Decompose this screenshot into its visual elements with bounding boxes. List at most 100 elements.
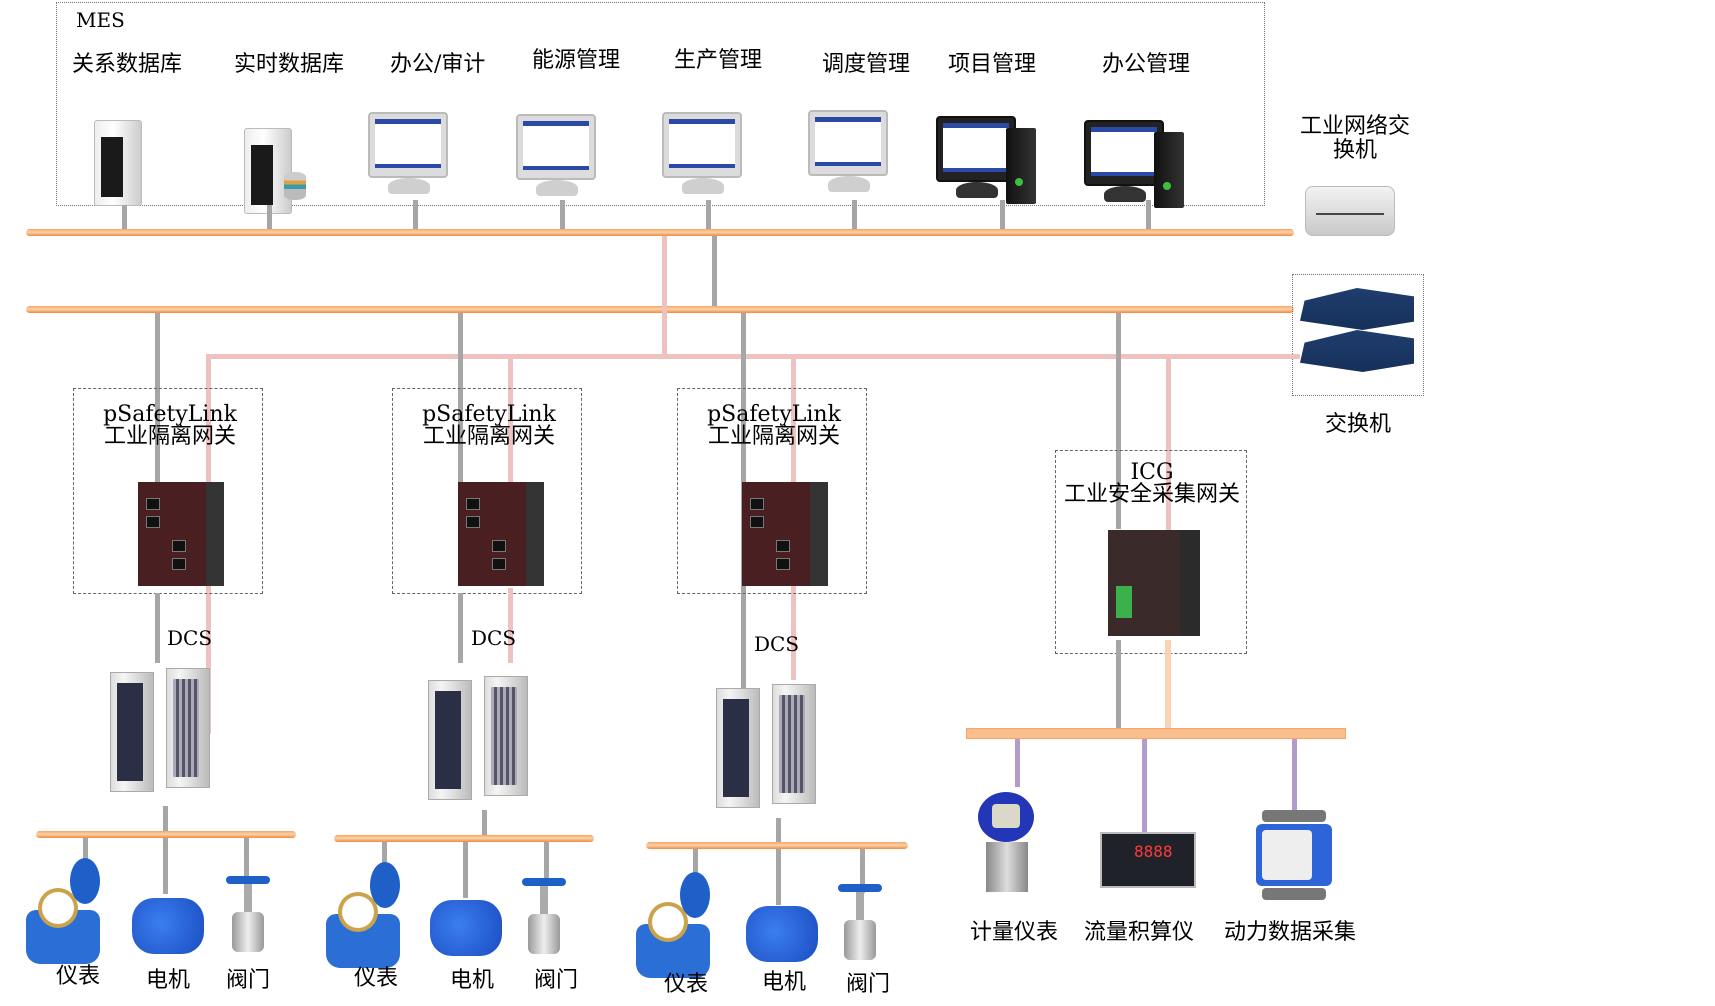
- flow-totalizer-icon[interactable]: 8888: [1100, 832, 1196, 888]
- industrial-switch-label: 工业网络交换机: [1299, 114, 1411, 163]
- link-line: [1166, 354, 1171, 530]
- valve-icon[interactable]: [522, 878, 566, 956]
- mes-label-production: 生产管理: [674, 48, 763, 73]
- icg-zone: [1055, 450, 1247, 654]
- mes-label-office-mgmt: 办公管理: [1102, 52, 1191, 77]
- field-bus-3: [646, 842, 908, 849]
- switch-pair-label: 交换机: [1324, 412, 1392, 437]
- gateway-zone-1: [73, 388, 263, 594]
- dcs-label-3: DCS: [754, 632, 800, 656]
- link-line: [706, 200, 711, 230]
- link-line: [852, 200, 857, 230]
- link-line: [267, 205, 272, 230]
- monitor-icon[interactable]: [936, 116, 1016, 198]
- label-metering-instrument: 计量仪表: [970, 920, 1059, 945]
- mes-label-project: 项目管理: [948, 52, 1037, 77]
- label-valve-2: 阀门: [534, 968, 579, 993]
- monitor-icon[interactable]: [368, 112, 448, 194]
- label-flow-totalizer: 流量积算仪: [1084, 920, 1195, 945]
- label-meter-1: 仪表: [56, 964, 101, 989]
- monitor-icon[interactable]: [808, 110, 888, 192]
- gateway-zone-3: [677, 388, 867, 594]
- link-line: [560, 200, 565, 230]
- link-line: [1116, 640, 1121, 728]
- link-line: [776, 849, 781, 905]
- dcs-cabinet-icon[interactable]: [110, 672, 154, 792]
- link-line: [1292, 739, 1297, 811]
- link-line: [463, 842, 468, 898]
- mes-label-dispatch: 调度管理: [822, 52, 911, 77]
- switch-pair-zone: [1292, 274, 1424, 396]
- link-line: [712, 236, 717, 306]
- link-line: [413, 200, 418, 230]
- mes-title: MES: [76, 8, 125, 32]
- label-meter-2: 仪表: [354, 966, 399, 991]
- link-line: [1146, 200, 1151, 230]
- label-motor-3: 电机: [762, 970, 807, 995]
- gateway-zone-2: [392, 388, 582, 594]
- link-line: [662, 236, 667, 356]
- link-line: [155, 313, 160, 483]
- dcs-cabinet-icon[interactable]: [166, 668, 210, 788]
- link-line: [1116, 313, 1121, 529]
- water-meter-icon[interactable]: [636, 872, 710, 978]
- motor-icon[interactable]: [746, 906, 818, 962]
- monitor-icon[interactable]: [1084, 120, 1164, 202]
- monitor-icon[interactable]: [662, 112, 742, 194]
- dcs-cabinet-icon[interactable]: [716, 688, 760, 808]
- motor-icon[interactable]: [430, 900, 502, 956]
- isolation-gateway-icon[interactable]: [138, 482, 224, 586]
- field-bus-2: [334, 835, 594, 842]
- link-line: [163, 838, 168, 894]
- mes-label-office-audit: 办公/审计: [390, 52, 486, 77]
- mes-label-realtime-db: 实时数据库: [234, 52, 345, 77]
- link-line: [508, 354, 513, 484]
- industrial-switch-icon[interactable]: [1305, 186, 1395, 236]
- database-icon: [284, 172, 306, 200]
- server-tower-icon[interactable]: [94, 120, 142, 206]
- isolation-gateway-icon[interactable]: [458, 482, 544, 586]
- link-line: [1015, 739, 1020, 787]
- mes-zone: [56, 2, 1265, 206]
- link-line: [482, 810, 487, 836]
- field-bus-1: [36, 831, 296, 838]
- pressure-transmitter-icon[interactable]: [976, 792, 1038, 892]
- dcs-cabinet-icon[interactable]: [772, 684, 816, 804]
- link-line: [1000, 200, 1005, 230]
- dcs-label-2: DCS: [471, 626, 517, 650]
- monitor-icon[interactable]: [516, 114, 596, 196]
- link-line: [155, 593, 160, 663]
- label-meter-3: 仪表: [664, 972, 709, 997]
- link-line: [163, 806, 168, 832]
- link-line: [860, 849, 865, 893]
- link-line: [776, 818, 781, 842]
- water-meter-icon[interactable]: [326, 862, 400, 968]
- desktop-pc-icon[interactable]: [1154, 132, 1184, 208]
- motor-icon[interactable]: [132, 898, 204, 954]
- network-bus-lower: [26, 306, 1294, 313]
- valve-icon[interactable]: [838, 884, 882, 962]
- mes-label-energy: 能源管理: [532, 48, 621, 73]
- valve-icon[interactable]: [226, 876, 270, 954]
- dcs-cabinet-icon[interactable]: [428, 680, 472, 800]
- water-meter-icon[interactable]: [26, 858, 100, 964]
- icg-gateway-icon[interactable]: [1108, 530, 1200, 636]
- secure-link-backbone: [206, 354, 1300, 359]
- icg-field-bus: [966, 728, 1346, 739]
- flowmeter-icon[interactable]: [1256, 810, 1332, 902]
- label-valve-1: 阀门: [226, 968, 271, 993]
- isolation-gateway-icon[interactable]: [742, 482, 828, 586]
- desktop-pc-icon[interactable]: [1006, 128, 1036, 204]
- label-motor-1: 电机: [146, 968, 191, 993]
- link-line: [458, 313, 463, 483]
- network-bus-upper: [26, 229, 1294, 236]
- dcs-cabinet-icon[interactable]: [484, 676, 528, 796]
- database-server-icon[interactable]: [244, 128, 292, 214]
- label-valve-3: 阀门: [846, 972, 891, 997]
- mes-label-relational-db: 关系数据库: [72, 52, 183, 77]
- link-line: [458, 593, 463, 663]
